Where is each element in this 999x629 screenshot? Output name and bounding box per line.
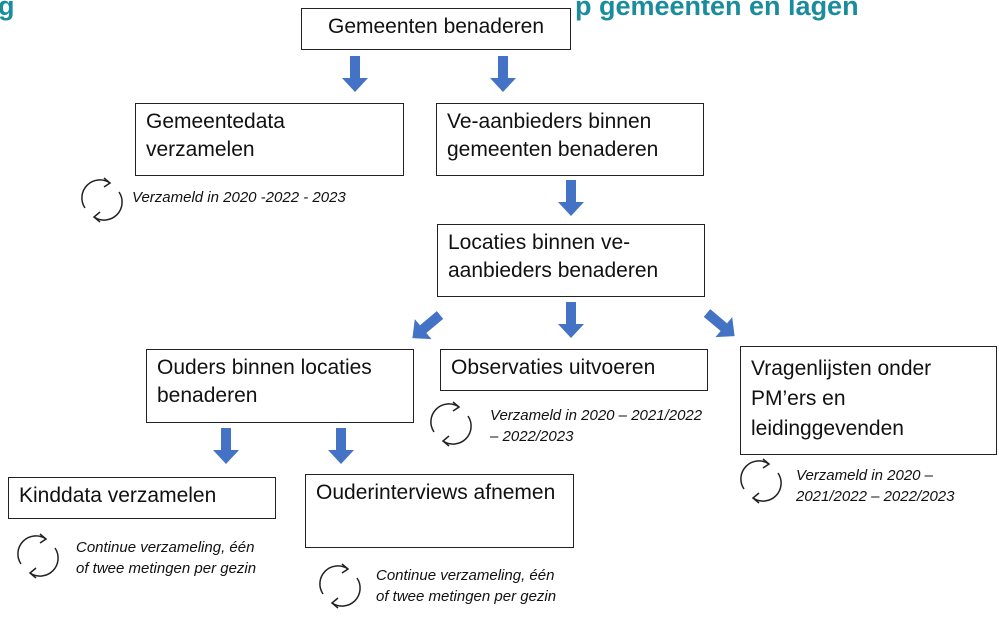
node-label: Ouders binnen locaties benaderen [157,356,372,407]
node-vragenlijsten: Vragenlijsten onder PM’ers en leidinggev… [740,346,997,455]
note-vragenlijsten: Verzameld in 2020 – 2021/2022 – 2022/202… [796,467,955,505]
down-arrow-icon [404,305,449,349]
node-label: Ouderinterviews afnemen [316,481,556,504]
circular-arrows-icon [17,533,59,579]
node-label: Locaties binnen ve-aanbieders benaderen [448,231,659,282]
node-locaties-benaderen: Locaties binnen ve-aanbieders benaderen [437,224,705,297]
note-ouderinterviews: Continue verzameling, één of twee meting… [376,567,557,605]
circular-arrows-icon [81,177,123,223]
down-arrow-icon [558,302,584,338]
down-arrow-icon [698,303,743,347]
down-arrow-icon [342,56,368,92]
note-gemeentedata: Verzameld in 2020 -2022 - 2023 [132,189,346,206]
heading-fragment-left: g [0,0,15,21]
circular-arrows-icon [430,401,472,447]
node-gemeenten-benaderen: Gemeenten benaderen [301,8,571,50]
down-arrow-icon [490,56,516,92]
note-kinddata: Continue verzameling, één of twee meting… [76,539,257,577]
node-ve-aanbieders-benaderen: Ve-aanbieders binnen gemeenten benaderen [436,103,704,176]
node-ouderinterviews-afnemen: Ouderinterviews afnemen [305,474,574,548]
circular-arrows-icon [740,458,782,504]
note-observaties: Verzameld in 2020 – 2021/2022 – 2022/202… [490,407,703,445]
down-arrow-icon [558,180,584,216]
node-label: Kinddata verzamelen [19,484,217,507]
circular-arrows-icon [319,563,361,609]
down-arrow-icon [328,428,354,464]
node-label: Ve-aanbieders binnen gemeenten benaderen [447,110,659,161]
node-label: Gemeentedata verzamelen [146,110,285,161]
node-ouders-benaderen: Ouders binnen locaties benaderen [146,349,414,423]
node-label: Gemeenten benaderen [328,15,544,38]
down-arrow-icon [213,428,239,464]
page-heading: g p gemeenten en lagen [0,0,999,22]
node-label: Observaties uitvoeren [451,356,656,379]
node-label: Vragenlijsten onder PM’ers en leidinggev… [751,357,932,440]
node-gemeentedata-verzamelen: Gemeentedata verzamelen [135,103,404,176]
heading-fragment-right: p gemeenten en lagen [575,0,859,21]
node-observaties-uitvoeren: Observaties uitvoeren [440,349,708,391]
node-kinddata-verzamelen: Kinddata verzamelen [8,477,276,519]
